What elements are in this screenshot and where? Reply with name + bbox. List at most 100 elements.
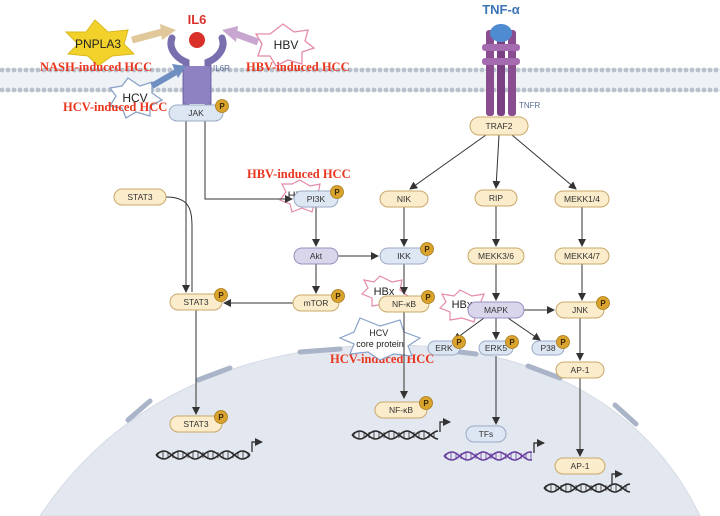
lipid-head	[155, 87, 161, 93]
node-shape	[555, 301, 605, 319]
lipid-head	[593, 87, 599, 93]
lipid-head	[671, 67, 677, 73]
lipid-head	[239, 67, 245, 73]
lipid-head	[233, 67, 239, 73]
lipid-head	[323, 67, 329, 73]
lipid-head	[137, 67, 143, 73]
hbv-hcc-label-pi3k: HBV-induced HCC	[247, 167, 351, 181]
lipid-head	[611, 87, 617, 93]
lipid-head	[539, 87, 545, 93]
node-label: NF-κB	[392, 299, 416, 309]
lipid-head	[455, 87, 461, 93]
phosphorylation-badge: P	[505, 335, 519, 349]
lipid-head	[359, 67, 365, 73]
node-tfs: TFs	[465, 425, 507, 443]
lipid-head	[215, 87, 221, 93]
phospho-label: P	[560, 338, 566, 347]
lipid-head	[35, 87, 41, 93]
nash-hcc-label: NASH-induced HCC	[40, 60, 152, 74]
lipid-head	[449, 67, 455, 73]
lipid-head	[257, 87, 263, 93]
lipid-head	[479, 87, 485, 93]
lipid-head	[53, 87, 59, 93]
lipid-head	[359, 87, 365, 93]
lipid-head	[395, 67, 401, 73]
lipid-head	[227, 87, 233, 93]
node-label: mTOR	[304, 298, 329, 308]
node-label: JAK	[188, 108, 204, 118]
dna-strand	[443, 451, 533, 461]
lipid-head	[65, 67, 71, 73]
lipid-head	[239, 87, 245, 93]
lipid-head	[689, 67, 695, 73]
pathway-arrow	[204, 121, 293, 203]
lipid-head	[47, 87, 53, 93]
lipid-head	[419, 67, 425, 73]
phospho-label: P	[218, 413, 224, 422]
lipid-head	[707, 87, 713, 93]
lipid-head	[257, 67, 263, 73]
lipid-head	[641, 87, 647, 93]
node-shape	[293, 247, 339, 265]
node-mapk: MAPK	[467, 301, 525, 319]
lipid-head	[575, 87, 581, 93]
node-label: MEKK3/6	[478, 251, 514, 261]
lipid-head	[617, 87, 623, 93]
pathway-nodes: JAKPSTAT3STAT3PSTAT3PPI3KPAktmTORPTRAF2N…	[113, 99, 610, 475]
lipid-head	[311, 67, 317, 73]
lipid-head	[683, 87, 689, 93]
lipid-head	[251, 87, 257, 93]
dna-strand	[543, 483, 631, 493]
phospho-label: P	[335, 292, 341, 301]
lipid-head	[71, 87, 77, 93]
node-label: MEKK1/4	[564, 194, 600, 204]
lipid-head	[647, 87, 653, 93]
lipid-head	[647, 67, 653, 73]
lipid-head	[461, 87, 467, 93]
dna-strand	[543, 483, 631, 493]
lipid-head	[425, 87, 431, 93]
node-ap1: AP-1	[555, 361, 605, 379]
lipid-head	[521, 87, 527, 93]
lipid-head	[611, 67, 617, 73]
lipid-head	[77, 67, 83, 73]
lipid-head	[89, 87, 95, 93]
lipid-head	[0, 67, 5, 73]
phospho-label: P	[456, 338, 462, 347]
lipid-head	[629, 67, 635, 73]
node-label: MEKK4/7	[564, 251, 600, 261]
node-shape	[292, 294, 340, 312]
transcription-start-arrow	[251, 438, 263, 452]
lipid-head	[377, 67, 383, 73]
node-label: PI3K	[307, 194, 326, 204]
phosphorylation-badge: P	[420, 242, 434, 256]
node-label: STAT3	[127, 192, 152, 202]
node-shape	[168, 104, 224, 122]
lipid-head	[479, 67, 485, 73]
node-shape	[293, 190, 339, 208]
pnpla3-label: PNPLA3	[75, 37, 121, 51]
pathway-edges	[165, 121, 586, 457]
hbv-label: HBV	[274, 38, 299, 52]
lipid-head	[539, 67, 545, 73]
hcv-core-starburst	[338, 317, 422, 361]
lipid-head	[383, 67, 389, 73]
node-shape	[554, 457, 606, 475]
lipid-head	[167, 87, 173, 93]
lipid-head	[659, 87, 665, 93]
dna-strand	[443, 451, 533, 461]
lipid-head	[317, 87, 323, 93]
lipid-head	[221, 87, 227, 93]
lipid-head	[563, 67, 569, 73]
lipid-head	[653, 87, 659, 93]
hcv-label: HCV	[122, 91, 147, 105]
il6-ligand	[189, 32, 205, 48]
phospho-label: P	[425, 293, 431, 302]
node-label: ERK	[435, 343, 453, 353]
node-mekk47: MEKK4/7	[554, 247, 610, 265]
lipid-head	[5, 67, 11, 73]
lipid-head	[467, 67, 473, 73]
lipid-head	[119, 67, 125, 73]
